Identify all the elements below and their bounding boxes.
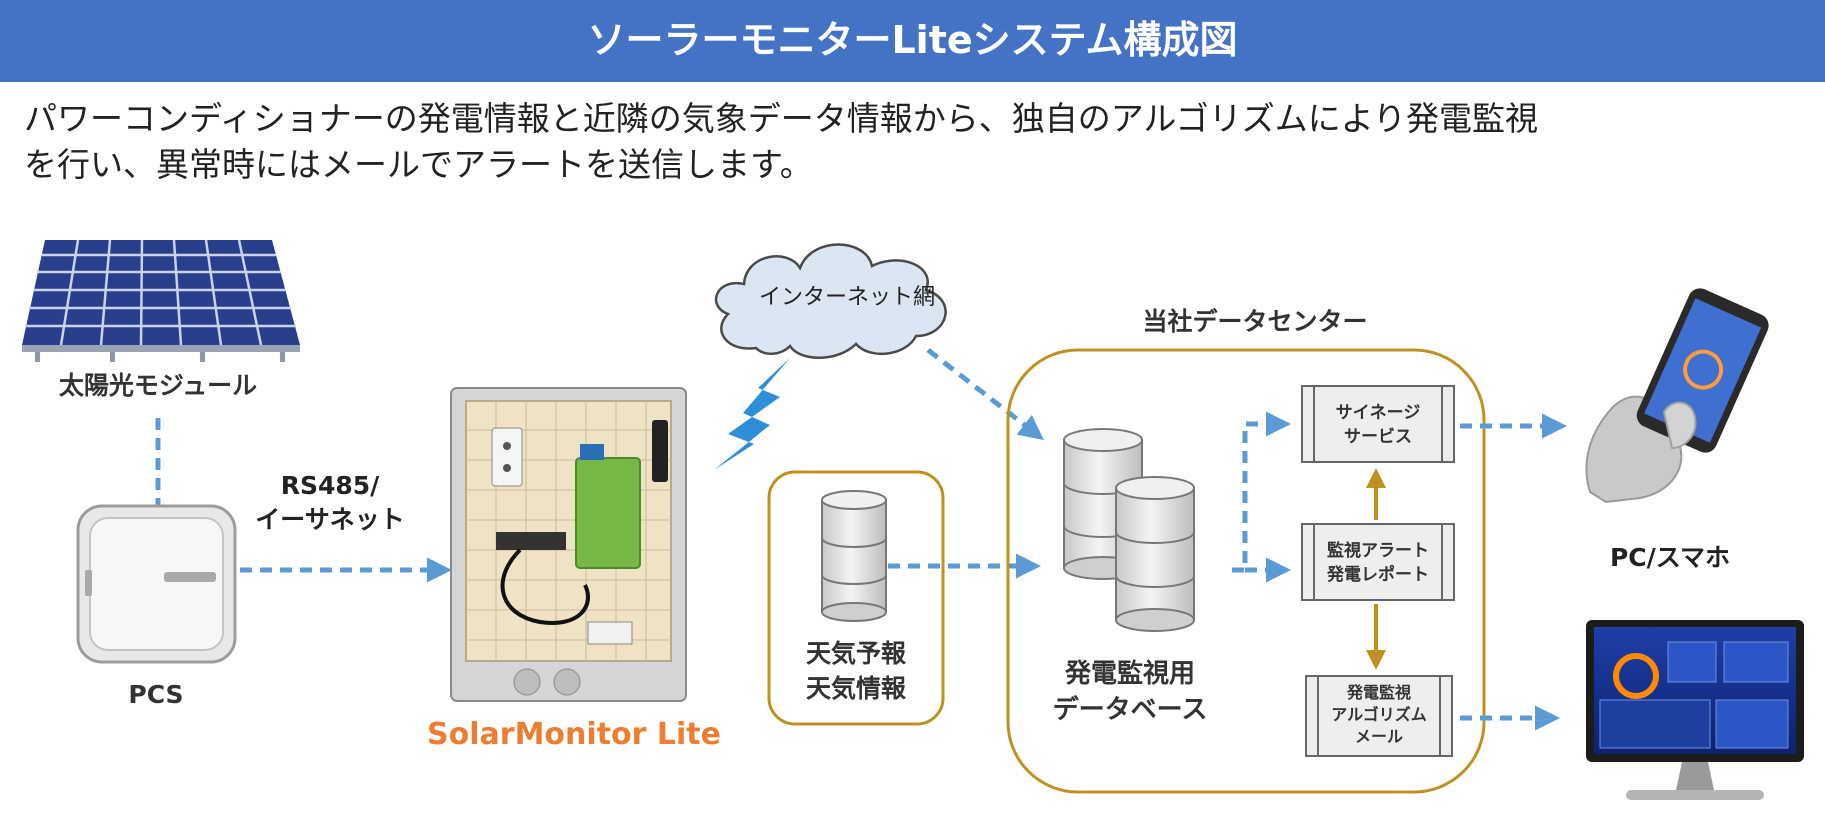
intro-line-1: パワーコンディショナーの発電情報と近隣の気象データ情報から、独自のアルゴリズムに… (24, 99, 1539, 138)
internet-to-database-arrow (926, 348, 1044, 441)
signage-label-line-1: サイネージ (1336, 403, 1421, 423)
intro-text: パワーコンディショナーの発電情報と近隣の気象データ情報から、独自のアルゴリズムに… (24, 96, 1814, 188)
link-label-line-2: イーサネット (255, 505, 405, 534)
wireless-lightning-icon (714, 358, 790, 470)
solarmonitor-lite-label: SolarMonitor Lite (427, 717, 721, 752)
pcs-label: PCS (128, 680, 183, 709)
intro-line-2: を行い、異常時にはメールでアラートを送信します。 (24, 145, 813, 184)
algo-label-line-3: メール (1355, 727, 1403, 746)
weather-label-line-1: 天気予報 (806, 639, 907, 668)
pc-phone-label: PC/スマホ (1610, 543, 1730, 572)
link-label-line-1: RS485/ (281, 471, 380, 500)
algo-label-line-2: アルゴリズム (1331, 705, 1427, 724)
smartphone-icon (1585, 288, 1769, 504)
signage-label-line-2: サービス (1344, 427, 1412, 447)
internet-cloud-icon (714, 243, 947, 359)
internet-label: インターネット網 (759, 285, 935, 310)
algorithm-mail-box (1305, 675, 1453, 757)
alert-label-line-2: 発電レポート (1326, 564, 1429, 585)
algo-label-line-1: 発電監視 (1346, 683, 1411, 702)
monitor-icon (1586, 620, 1804, 800)
solarmonitor-device-icon (450, 387, 687, 702)
weather-db-icon (821, 490, 887, 622)
database-label-line-2: データベース (1053, 694, 1208, 725)
signage-service-box (1301, 385, 1455, 463)
weather-label-line-2: 天気情報 (806, 674, 907, 703)
weather-frame (767, 470, 945, 726)
database-label-line-1: 発電監視用 (1064, 658, 1195, 689)
datacenter-frame (1006, 348, 1486, 794)
database-to-signage-arrow (1232, 411, 1291, 573)
alert-label-line-1: 監視アラート (1327, 540, 1429, 561)
solar-module-label: 太陽光モジュール (59, 371, 257, 400)
page-title: ソーラーモニターLiteシステム構成図 (587, 18, 1238, 62)
title-banner (0, 0, 1825, 82)
datacenter-label: 当社データセンター (1142, 307, 1367, 336)
database-icon (1063, 428, 1195, 632)
pcs-icon (76, 504, 237, 664)
solar-panel-icon (22, 239, 300, 362)
alert-report-box (1301, 523, 1455, 601)
